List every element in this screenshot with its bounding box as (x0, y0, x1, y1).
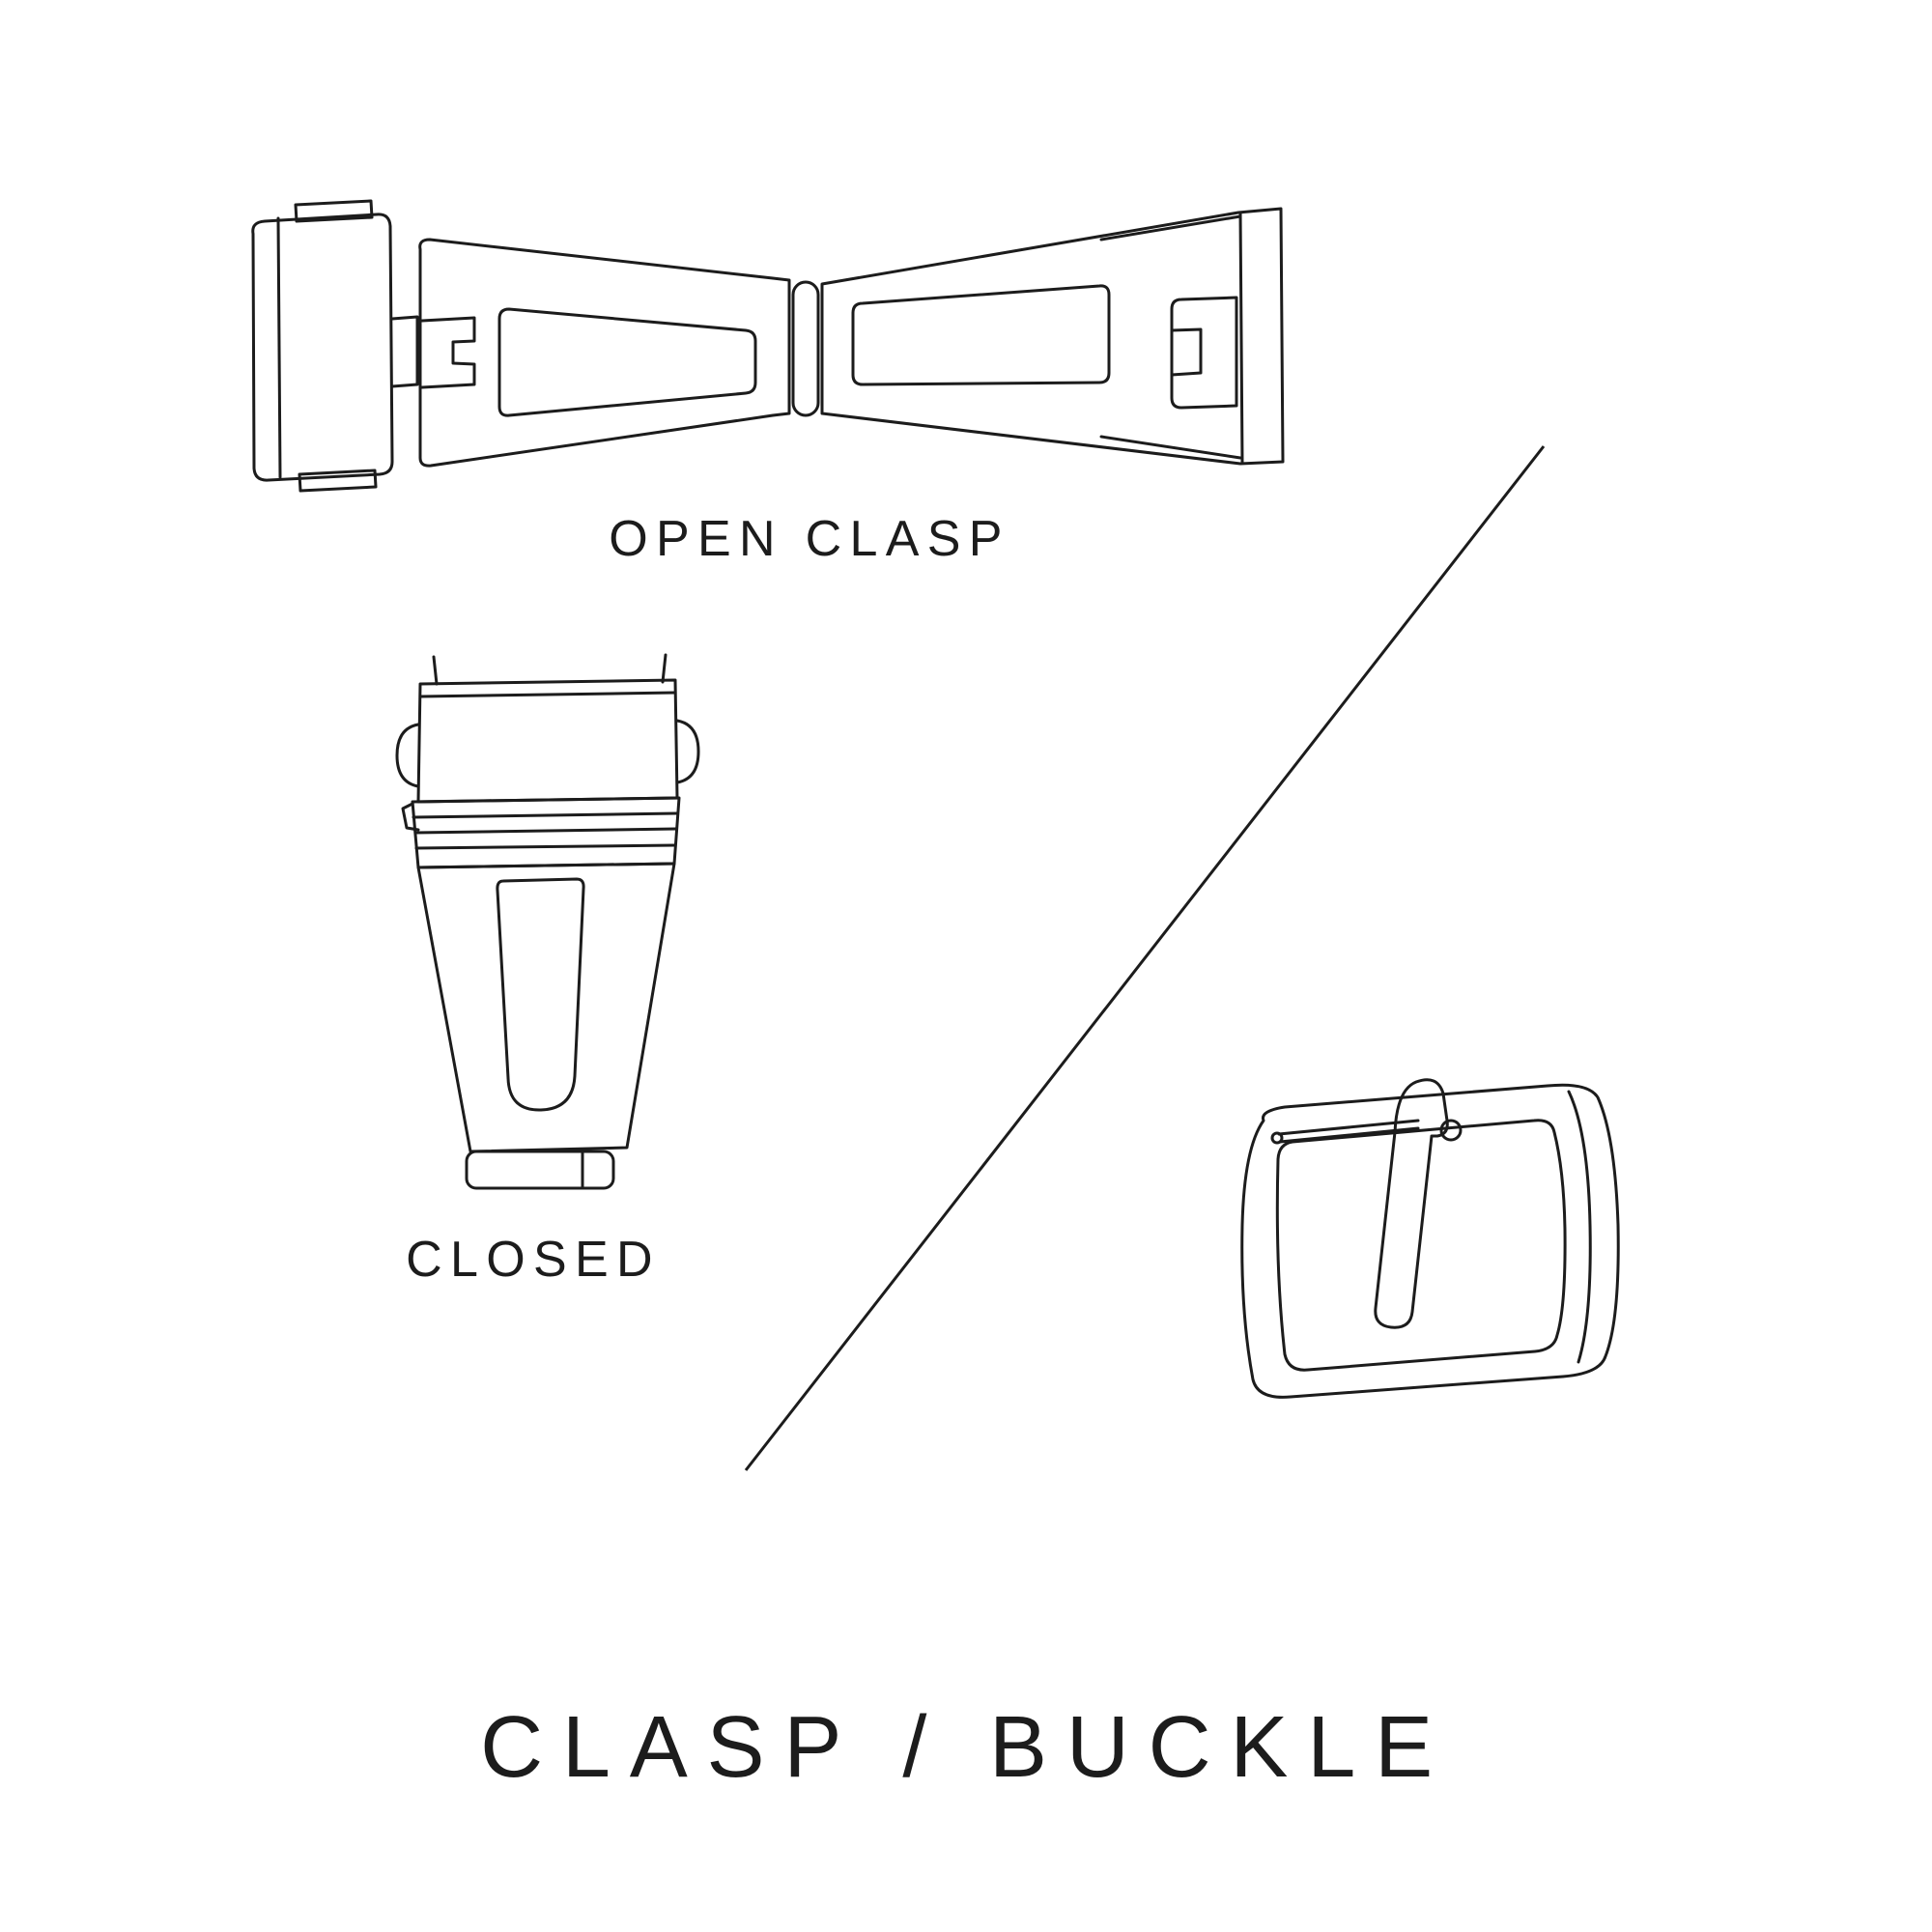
open-clasp-icon (251, 199, 1285, 493)
buckle-illustration (1229, 1070, 1634, 1408)
closed-clasp-label: CLOSED (406, 1232, 661, 1288)
open-clasp-illustration (232, 184, 1290, 495)
open-clasp-label: OPEN CLASP (609, 511, 1010, 567)
closed-clasp-illustration (384, 653, 702, 1194)
closed-clasp-icon (395, 653, 700, 1190)
buckle-icon (1240, 1078, 1620, 1399)
page-title: CLASP / BUCKLE (480, 1699, 1452, 1796)
